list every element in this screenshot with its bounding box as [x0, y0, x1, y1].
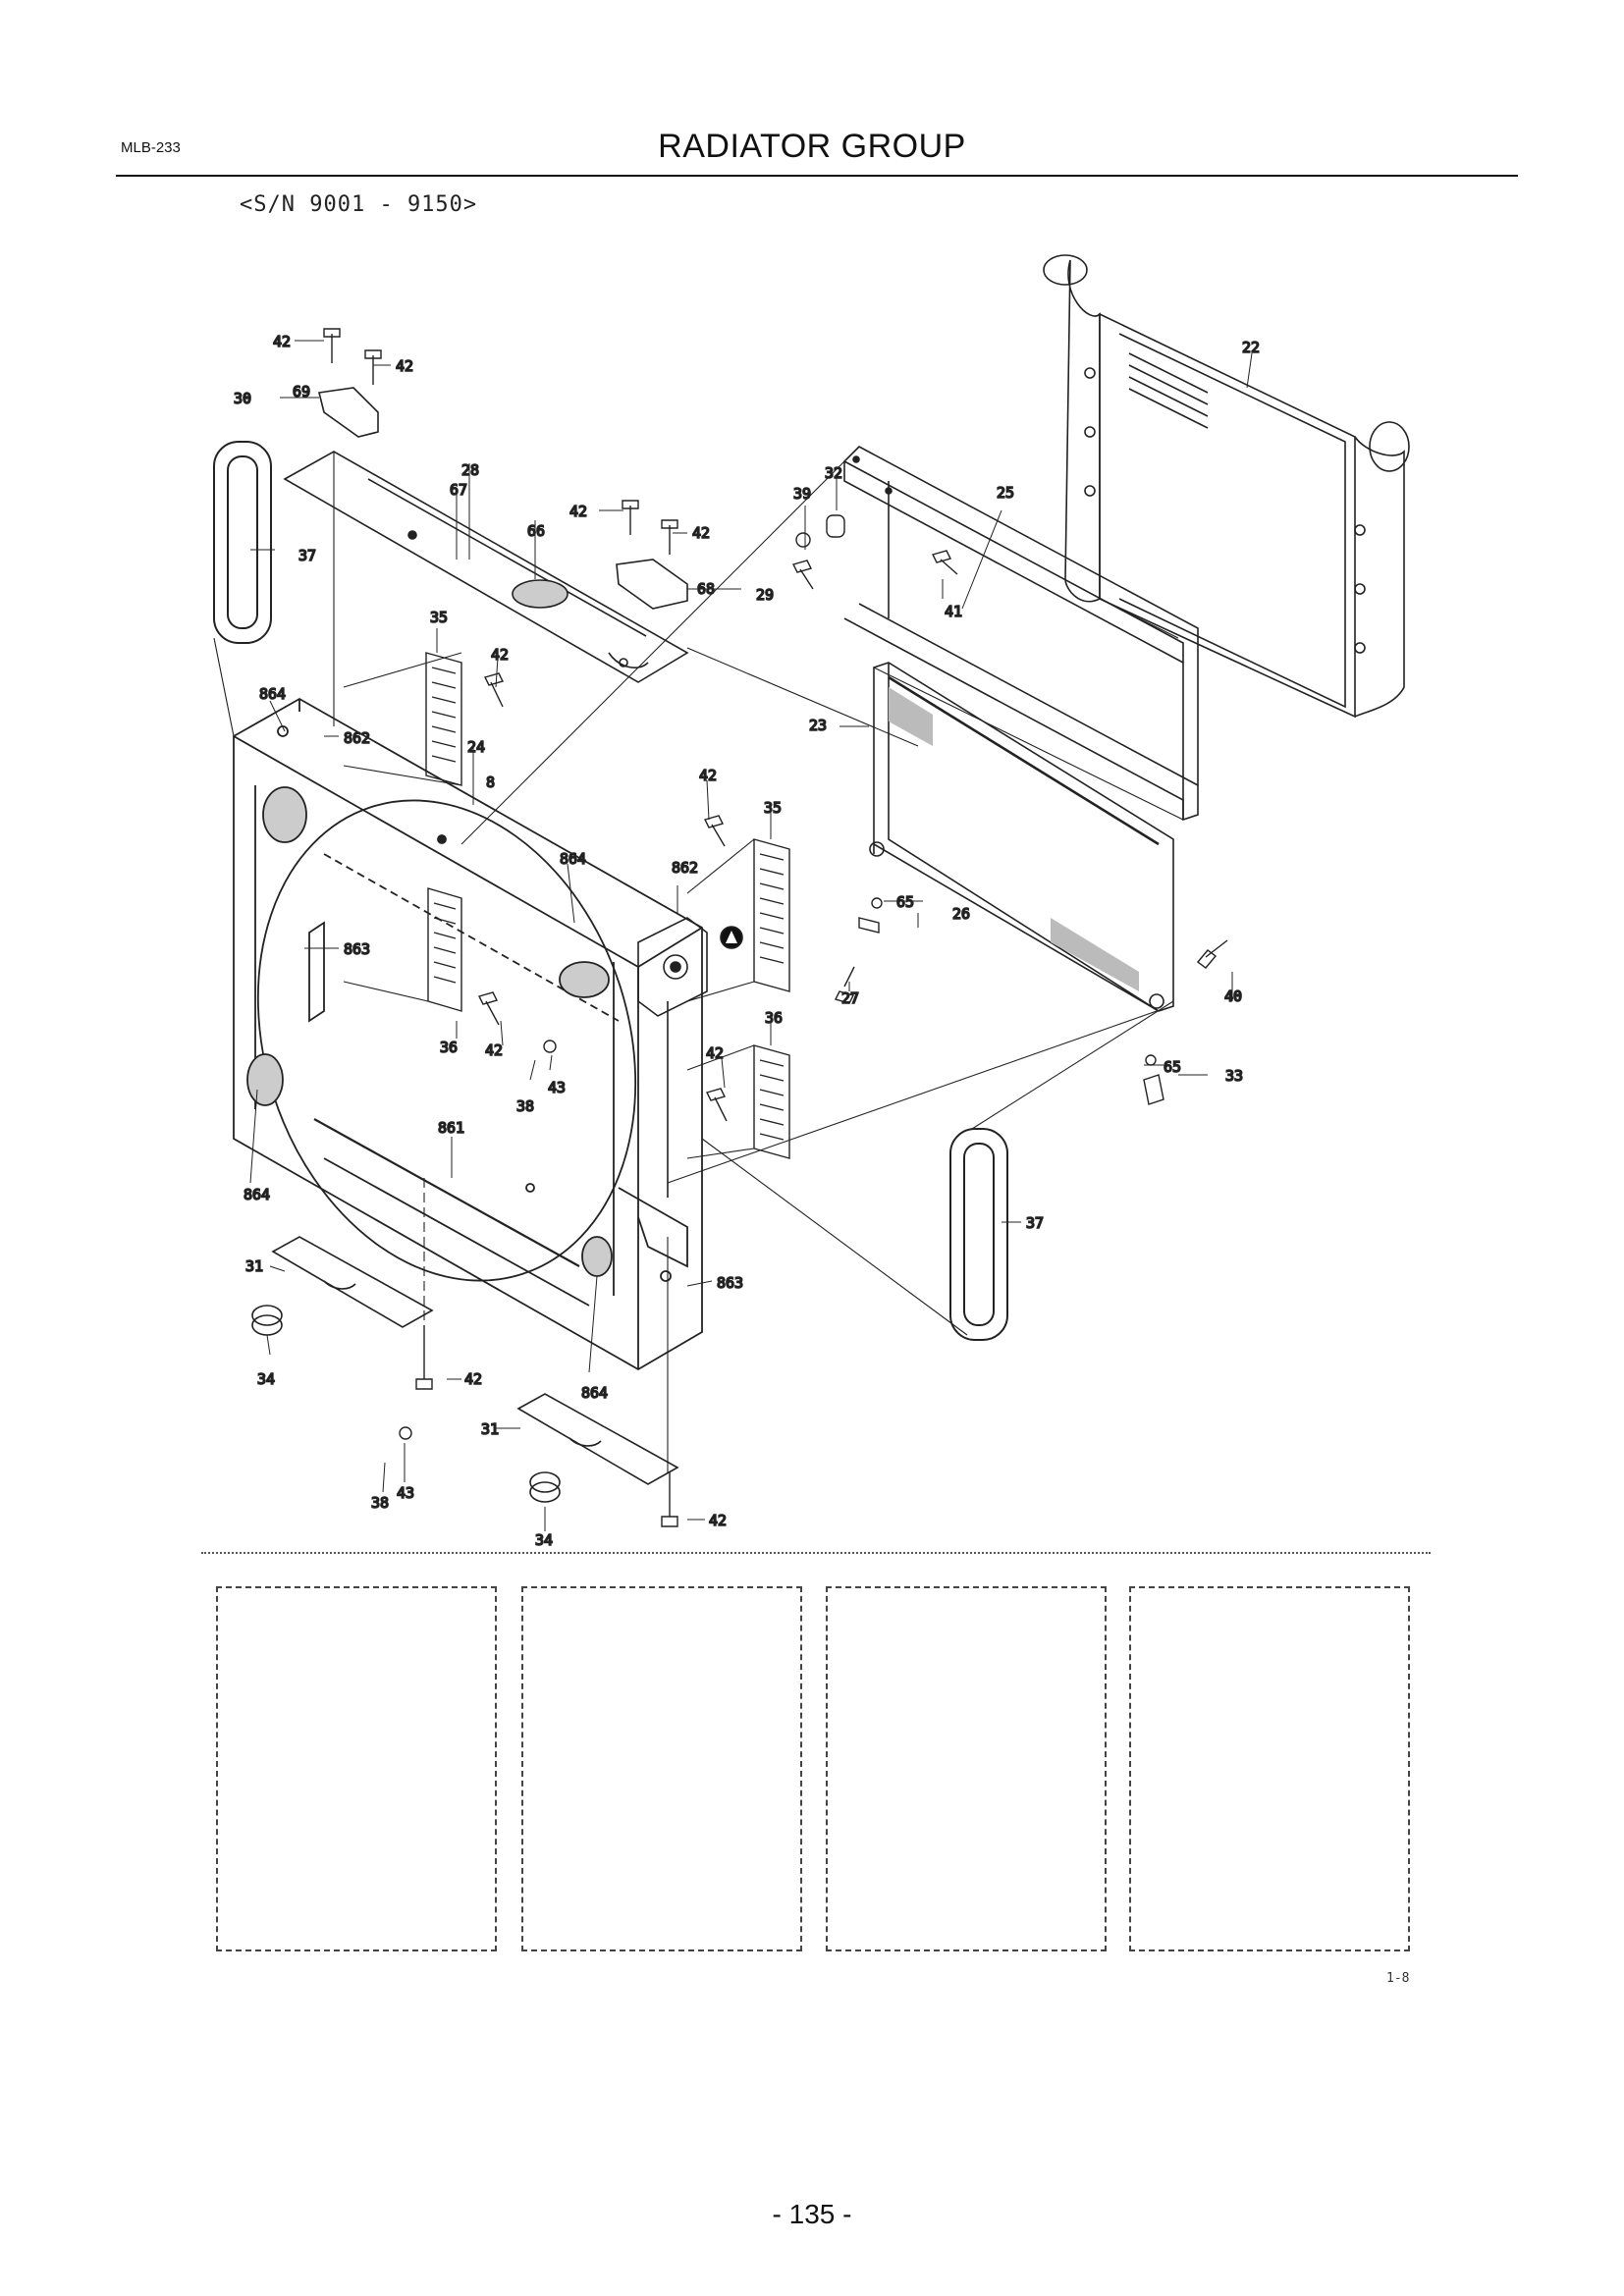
- part-label: 28: [461, 461, 479, 479]
- part-label: 31: [245, 1257, 263, 1275]
- part-label: 37: [1026, 1214, 1044, 1232]
- part-label: 862: [672, 859, 698, 877]
- part-label: 41: [945, 603, 962, 620]
- part-label: 33: [1225, 1067, 1243, 1085]
- part-label: 38: [371, 1494, 389, 1512]
- rubber-seals: [213, 441, 1008, 1341]
- part-label: 42: [709, 1512, 727, 1529]
- section-divider: [201, 1552, 1431, 1554]
- part-label: 864: [560, 850, 586, 868]
- part-label: 68: [697, 580, 715, 598]
- part-label: 31: [481, 1420, 499, 1438]
- page-title: RADIATOR GROUP: [658, 128, 966, 165]
- part-label: 42: [273, 333, 291, 350]
- part-label: 32: [825, 464, 842, 482]
- part-label: 862: [344, 729, 370, 747]
- part-label: 25: [997, 484, 1014, 502]
- part-label: 36: [765, 1009, 783, 1027]
- document-code: MLB-233: [121, 139, 181, 156]
- mount-bracket: [637, 917, 708, 1198]
- mounting-frame: [842, 446, 1199, 822]
- part-label: 35: [430, 609, 448, 626]
- part-label: 864: [244, 1186, 270, 1203]
- part-label: 34: [535, 1531, 553, 1549]
- label-leaders: [249, 340, 1253, 1531]
- part-label: 42: [485, 1041, 503, 1059]
- hex-bolts: [323, 328, 1228, 1527]
- part-label: 863: [344, 940, 370, 958]
- part-label: 40: [1224, 988, 1242, 1005]
- part-label: 34: [257, 1370, 275, 1388]
- page-number: - 135 -: [772, 2199, 852, 2229]
- blank-panel-3: [826, 1586, 1107, 1951]
- part-label: 864: [259, 685, 286, 703]
- part-label: 42: [396, 357, 413, 375]
- header-rule: [116, 175, 1518, 177]
- part-label: 29: [756, 586, 774, 604]
- part-label: 27: [841, 989, 859, 1007]
- part-label: 69: [293, 383, 310, 400]
- part-label: 37: [298, 547, 316, 564]
- radiator-shroud: [233, 697, 703, 1371]
- part-label: 38: [516, 1097, 534, 1115]
- part-label: 861: [438, 1119, 464, 1137]
- part-label: 42: [692, 524, 710, 542]
- part-label: 43: [548, 1079, 566, 1096]
- blank-panel-2: [521, 1586, 802, 1951]
- part-label: 67: [450, 481, 467, 499]
- part-label: 24: [467, 738, 485, 756]
- explosion-lines: [213, 452, 1184, 1472]
- radiator-core: [1043, 254, 1410, 719]
- part-label: 30: [234, 390, 251, 407]
- part-label: 22: [1242, 339, 1260, 356]
- figure-id: 1-8: [1386, 1971, 1410, 1986]
- part-label: 42: [699, 767, 717, 784]
- part-label: 42: [706, 1044, 724, 1062]
- part-label: 65: [1164, 1058, 1181, 1076]
- reference-marker-a: [720, 926, 743, 949]
- part-number-labels: 42 42 30 69 37 28 67 66 42 42 68 29 39 3…: [233, 332, 1261, 1550]
- part-label: 864: [581, 1384, 608, 1402]
- blank-panel-4: [1129, 1586, 1410, 1951]
- part-label: 26: [952, 905, 970, 923]
- serial-range: <S/N 9001 - 9150>: [240, 192, 478, 217]
- part-label: 36: [440, 1039, 458, 1056]
- part-label: 42: [569, 503, 587, 520]
- part-label: 42: [491, 646, 509, 664]
- part-label: 35: [764, 799, 782, 817]
- condenser-core: [869, 662, 1174, 1012]
- part-label: 42: [464, 1370, 482, 1388]
- part-label: 863: [717, 1274, 743, 1292]
- part-label: 66: [527, 522, 545, 540]
- part-label: 65: [896, 893, 914, 911]
- exploded-parts-diagram: 42 42 30 69 37 28 67 66 42 42 68 29 39 3…: [213, 254, 1410, 1550]
- part-label: 23: [809, 717, 827, 734]
- part-label: 8: [486, 774, 495, 791]
- part-label: 43: [397, 1484, 414, 1502]
- mounting-brackets: [318, 387, 688, 610]
- side-grilles: [425, 652, 790, 1159]
- part-label: 39: [793, 485, 811, 503]
- blank-panel-1: [216, 1586, 497, 1951]
- bottom-cover-plates: [251, 1236, 679, 1503]
- small-parts: [399, 514, 1164, 1440]
- top-cover-plate: [283, 451, 689, 683]
